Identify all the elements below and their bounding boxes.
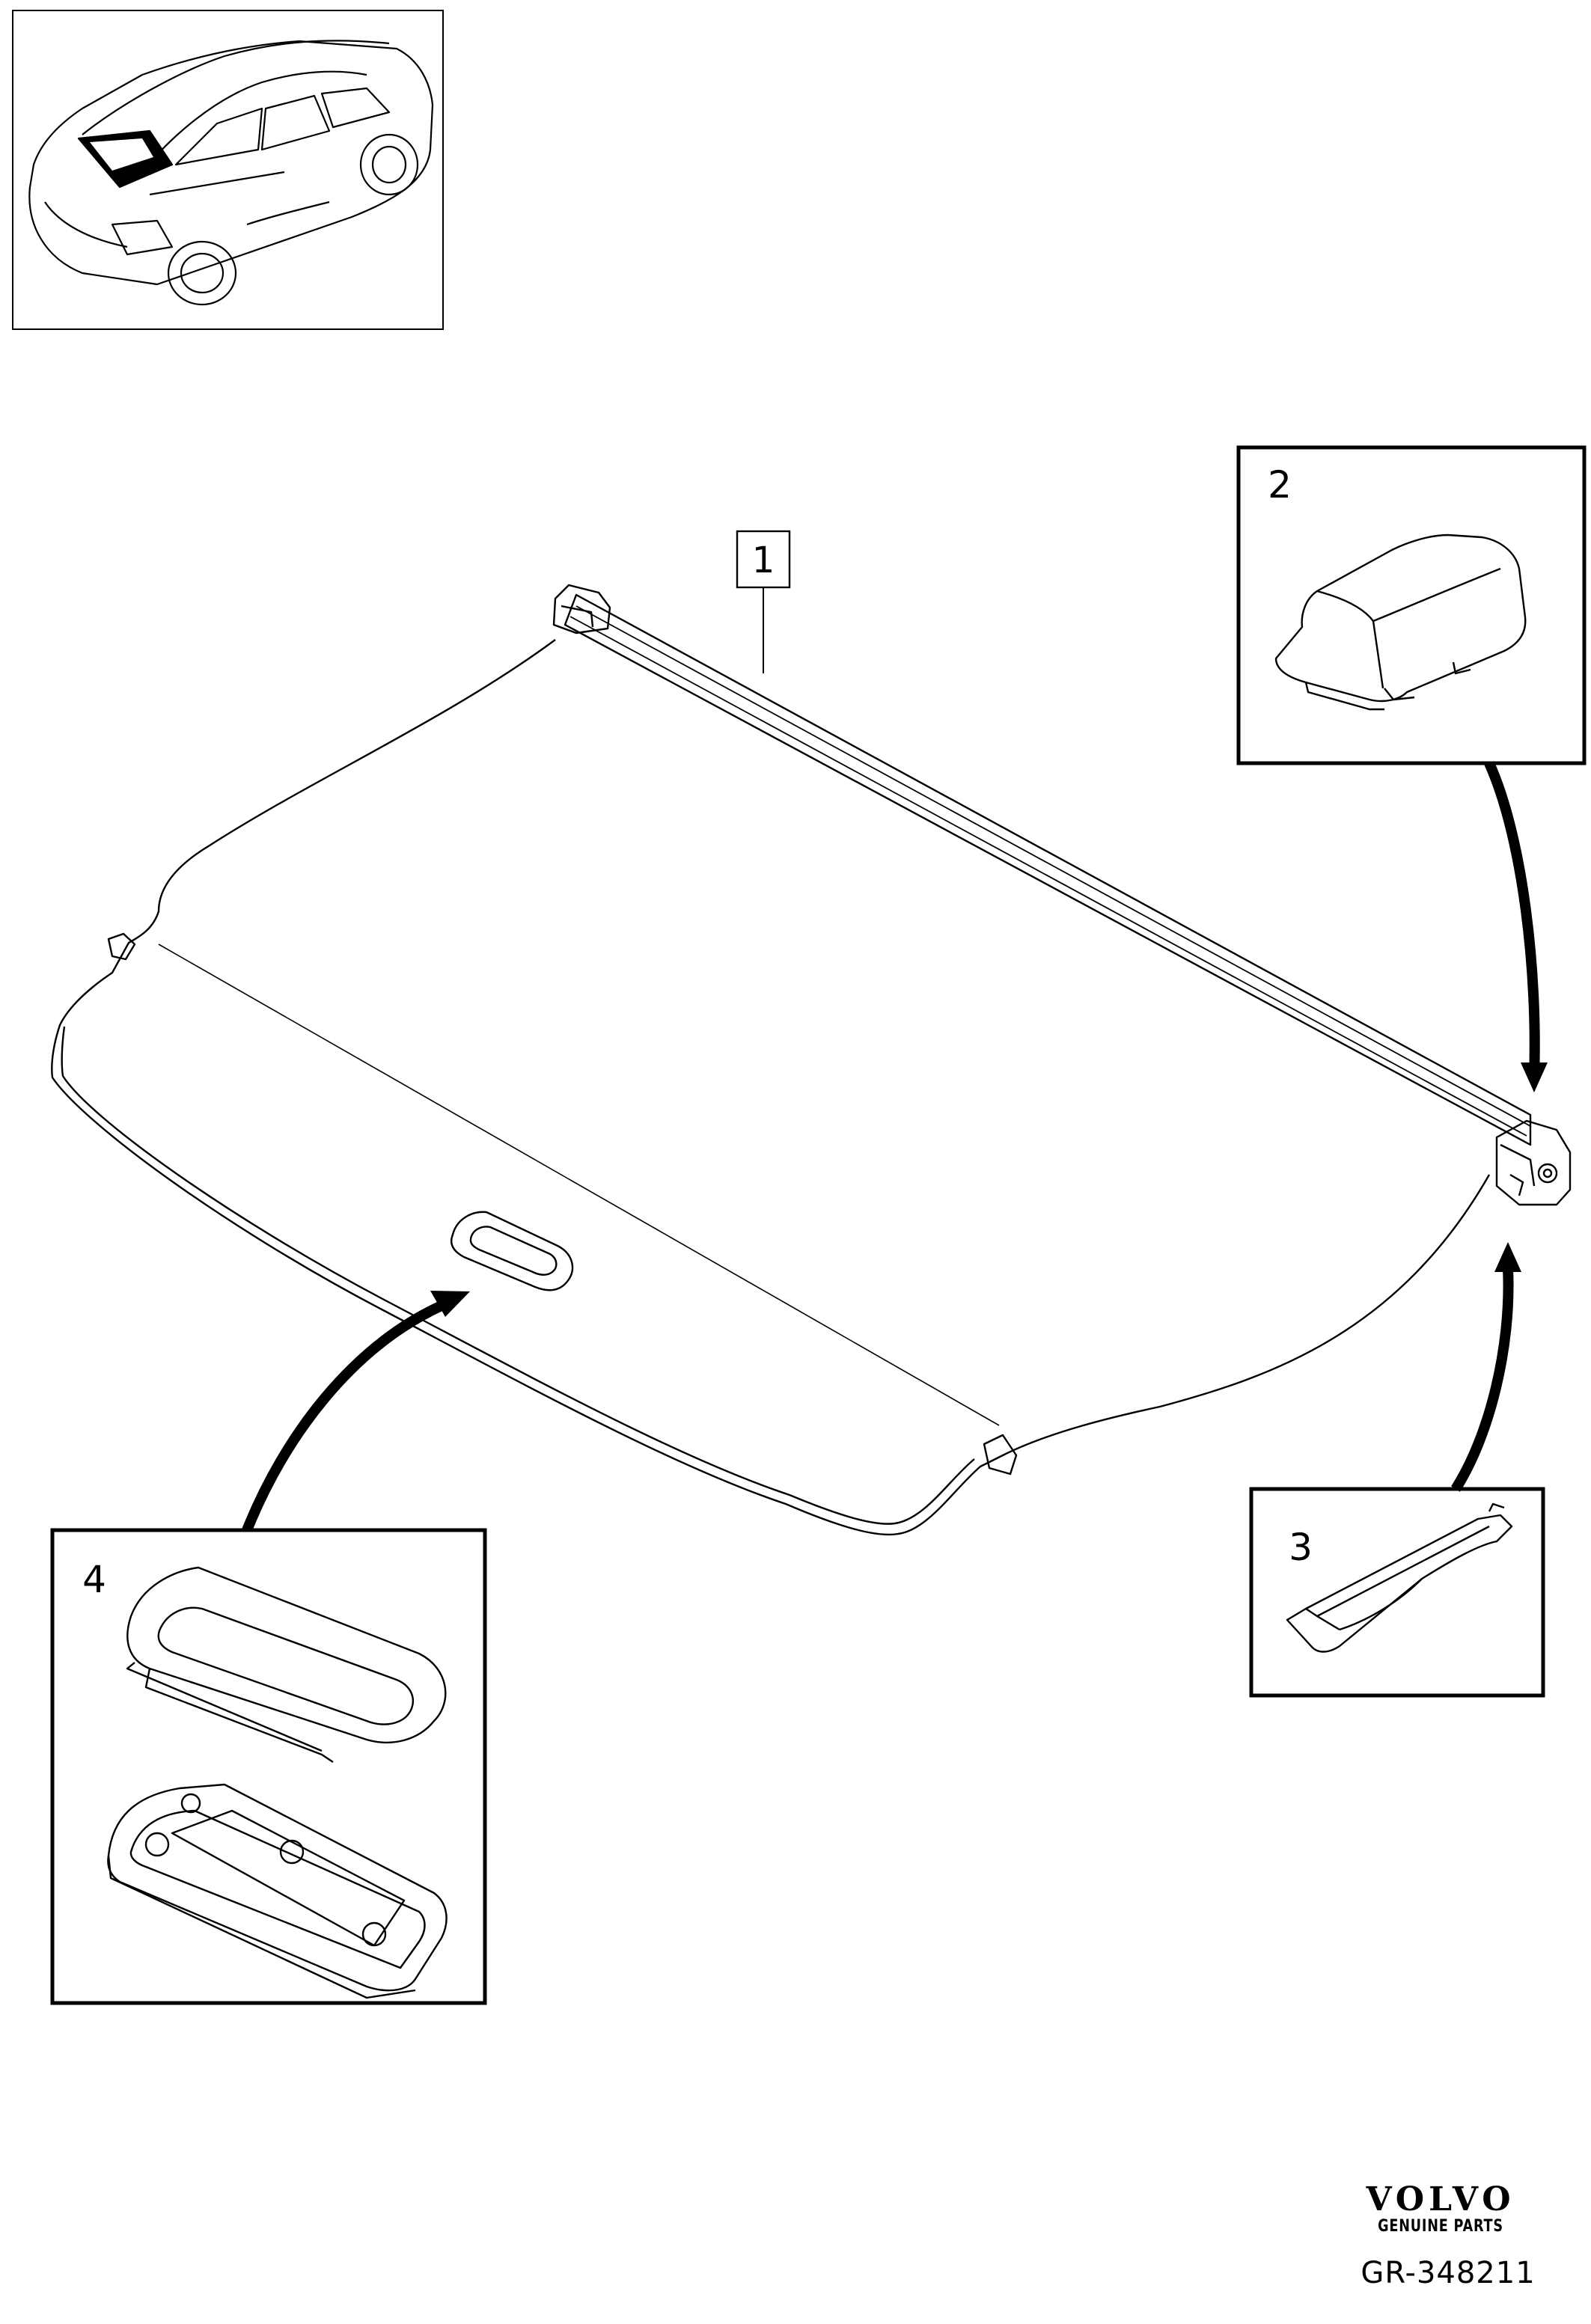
cassette-end-cap-right	[1495, 1119, 1572, 1206]
detail-box-2: 2	[1236, 445, 1587, 1092]
car-icon	[28, 40, 434, 306]
cover-panel	[51, 639, 1491, 1536]
bracket-part-icon	[1286, 1502, 1513, 1653]
handle-part-icon	[107, 1566, 448, 1999]
diagram-reference-number: GR-348211	[1361, 2256, 1536, 2290]
end-cap-part-icon	[1274, 533, 1527, 711]
side-hook-left	[107, 932, 136, 961]
cover-fold-line	[158, 944, 1000, 1426]
side-hook-right	[983, 1434, 1018, 1476]
brand-logo: VOLVO GENUINE PARTS	[1340, 2183, 1542, 2237]
cassette-end-cap-left	[552, 584, 611, 634]
thumbnail-frame	[12, 10, 444, 330]
pointer-arrow-3	[1451, 1268, 1514, 1492]
pointer-arrow-2	[1484, 761, 1540, 1078]
cover-handle	[450, 1211, 574, 1291]
brand-subtitle: GENUINE PARTS	[1378, 2217, 1503, 2236]
callout-2-label: 2	[1268, 463, 1292, 507]
callout-4-label: 4	[82, 1558, 106, 1601]
brand-name: VOLVO	[1366, 2180, 1515, 2218]
luggage-cover-assembly	[51, 584, 1572, 1536]
callout-1-label: 1	[752, 539, 775, 581]
cover-cassette	[564, 593, 1532, 1146]
detail-box-4: 4	[50, 1291, 487, 2005]
pointer-arrow-4	[242, 1300, 444, 1532]
callout-1: 1	[736, 530, 791, 673]
vehicle-overview-thumbnail	[12, 10, 444, 330]
detail-box-3: 3	[1249, 1242, 1545, 1698]
callout-3-label: 3	[1289, 1526, 1313, 1569]
